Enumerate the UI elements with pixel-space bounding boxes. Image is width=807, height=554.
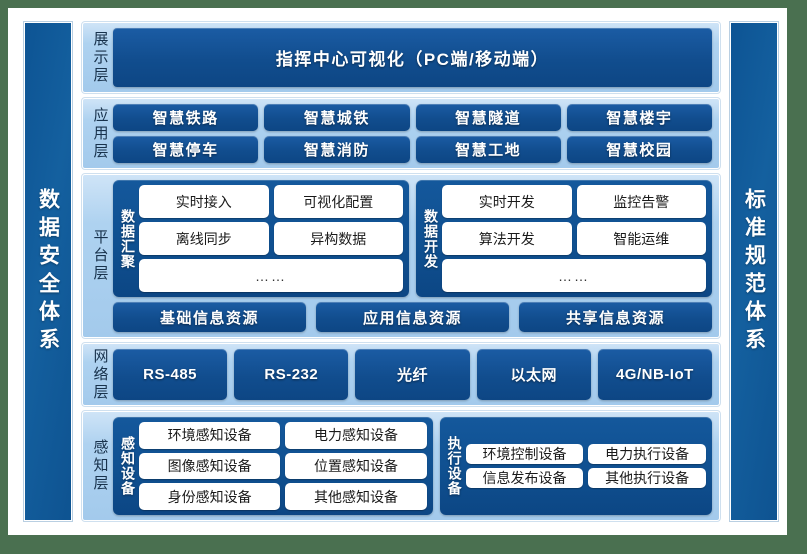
layer-application-label: 应用层 xyxy=(91,106,109,161)
platform-resource-shared-info[interactable]: 共享信息资源 xyxy=(519,302,712,332)
platform-tile-realtime-development[interactable]: 实时开发 xyxy=(442,185,572,218)
network-item-grid: RS-485 RS-232 光纤 以太网 4G/NB-IoT xyxy=(113,349,712,400)
sensing-group-actuator-devices: 执行设备 环境控制设备 电力执行设备 信息发布设备 其他执行设备 xyxy=(439,417,712,515)
app-item-smart-construction-site[interactable]: 智慧工地 xyxy=(415,136,561,163)
sensing-tile-location-sensor[interactable]: 位置感知设备 xyxy=(285,452,427,480)
sensing-tile-info-publishing[interactable]: 信息发布设备 xyxy=(465,468,584,488)
platform-group-data-aggregation-title: 数据汇聚 xyxy=(120,208,136,269)
layer-sensing-label-box: 感知层 xyxy=(87,417,113,515)
sensing-tile-power-actuator[interactable]: 电力执行设备 xyxy=(588,444,706,464)
sensing-group-actuator-devices-inner: 环境控制设备 电力执行设备 信息发布设备 其他执行设备 xyxy=(465,422,706,510)
network-item-fiber[interactable]: 光纤 xyxy=(355,349,470,400)
layer-network: 网络层 RS-485 RS-232 光纤 以太网 4G/NB-IoT xyxy=(81,342,721,407)
app-item-smart-campus[interactable]: 智慧校园 xyxy=(566,136,712,163)
layer-application-label-box: 应用层 xyxy=(87,104,113,163)
layer-display-body: 指挥中心可视化（PC端/移动端） xyxy=(113,28,712,87)
sensing-group-actuator-devices-title-box: 执行设备 xyxy=(444,422,466,510)
platform-group-data-development: 数据开发 实时开发 监控告警 算法开发 智能运维 …… xyxy=(416,180,712,297)
sensing-tile-image-sensor[interactable]: 图像感知设备 xyxy=(139,452,281,480)
layer-network-label-box: 网络层 xyxy=(87,347,113,402)
network-item-rs232[interactable]: RS-232 xyxy=(234,349,349,400)
display-banner-command-center[interactable]: 指挥中心可视化（PC端/移动端） xyxy=(113,28,712,87)
sensing-tile-environment-sensor[interactable]: 环境感知设备 xyxy=(139,422,281,449)
platform-tile-development-more[interactable]: …… xyxy=(442,259,706,292)
architecture-diagram-frame: 数据安全体系 展示层 指挥中心可视化（PC端/移动端） 应用层 智慧铁路 智慧城… xyxy=(8,8,787,535)
app-item-smart-building[interactable]: 智慧楼宇 xyxy=(566,104,712,131)
sensing-tile-environment-control[interactable]: 环境控制设备 xyxy=(465,444,584,464)
platform-group-row: 数据汇聚 实时接入 可视化配置 离线同步 异构数据 …… 数 xyxy=(113,180,712,297)
platform-group-data-aggregation-grid: 实时接入 可视化配置 离线同步 异构数据 …… xyxy=(139,185,403,292)
left-pillar-data-security-system: 数据安全体系 xyxy=(23,21,73,522)
layer-sensing-body: 感知设备 环境感知设备 电力感知设备 图像感知设备 位置感知设备 身份感知设备 … xyxy=(113,417,712,515)
app-item-smart-metro[interactable]: 智慧城铁 xyxy=(264,104,410,131)
platform-tile-offline-sync[interactable]: 离线同步 xyxy=(139,222,269,255)
platform-tile-realtime-ingest[interactable]: 实时接入 xyxy=(139,185,269,218)
layer-display: 展示层 指挥中心可视化（PC端/移动端） xyxy=(81,21,721,94)
platform-tile-algorithm-development[interactable]: 算法开发 xyxy=(442,222,572,255)
sensing-group-sensor-devices-title: 感知设备 xyxy=(120,436,136,496)
network-item-4g-nbiot[interactable]: 4G/NB-IoT xyxy=(597,349,712,400)
platform-tile-monitoring-alarm[interactable]: 监控告警 xyxy=(576,185,706,218)
layer-network-body: RS-485 RS-232 光纤 以太网 4G/NB-IoT xyxy=(113,349,712,400)
platform-tile-heterogeneous-data[interactable]: 异构数据 xyxy=(273,222,403,255)
layer-platform-label: 平台层 xyxy=(91,229,109,283)
platform-group-data-aggregation-title-box: 数据汇聚 xyxy=(117,185,139,292)
sensing-group-sensor-devices: 感知设备 环境感知设备 电力感知设备 图像感知设备 位置感知设备 身份感知设备 … xyxy=(113,417,433,515)
platform-resource-row: 基础信息资源 应用信息资源 共享信息资源 xyxy=(113,302,712,332)
sensing-tile-power-sensor[interactable]: 电力感知设备 xyxy=(285,422,427,449)
app-item-smart-railway[interactable]: 智慧铁路 xyxy=(113,104,259,131)
layer-platform-body: 数据汇聚 实时接入 可视化配置 离线同步 异构数据 …… 数 xyxy=(113,180,712,332)
app-item-smart-parking[interactable]: 智慧停车 xyxy=(113,136,259,163)
sensing-tile-identity-sensor[interactable]: 身份感知设备 xyxy=(139,483,281,510)
sensing-group-sensor-devices-grid: 环境感知设备 电力感知设备 图像感知设备 位置感知设备 身份感知设备 其他感知设… xyxy=(139,422,427,510)
platform-group-data-development-title-box: 数据开发 xyxy=(420,185,442,292)
application-item-grid: 智慧铁路 智慧城铁 智慧隧道 智慧楼宇 智慧停车 智慧消防 智慧工地 智慧校园 xyxy=(113,104,712,163)
layer-network-label: 网络层 xyxy=(91,347,109,402)
platform-group-data-development-title: 数据开发 xyxy=(423,208,439,269)
platform-group-data-development-grid: 实时开发 监控告警 算法开发 智能运维 …… xyxy=(442,185,706,292)
app-item-smart-tunnel[interactable]: 智慧隧道 xyxy=(415,104,561,131)
platform-tile-intelligent-ops[interactable]: 智能运维 xyxy=(576,222,706,255)
layer-stack: 展示层 指挥中心可视化（PC端/移动端） 应用层 智慧铁路 智慧城铁 智慧隧道 … xyxy=(81,21,721,522)
layer-application-body: 智慧铁路 智慧城铁 智慧隧道 智慧楼宇 智慧停车 智慧消防 智慧工地 智慧校园 xyxy=(113,104,712,163)
right-pillar-standard-specification-system: 标准规范体系 xyxy=(729,21,779,522)
platform-tile-aggregation-more[interactable]: …… xyxy=(139,259,403,292)
sensing-tile-other-sensor[interactable]: 其他感知设备 xyxy=(285,483,427,510)
app-item-smart-firefighting[interactable]: 智慧消防 xyxy=(264,136,410,163)
sensing-group-actuator-devices-grid: 环境控制设备 电力执行设备 信息发布设备 其他执行设备 xyxy=(465,444,706,488)
layer-display-label: 展示层 xyxy=(91,30,109,85)
platform-tile-visual-config[interactable]: 可视化配置 xyxy=(273,185,403,218)
network-item-rs485[interactable]: RS-485 xyxy=(113,349,228,400)
layer-platform: 平台层 数据汇聚 实时接入 可视化配置 离线同步 异构数据 xyxy=(81,173,721,339)
network-item-ethernet[interactable]: 以太网 xyxy=(476,349,591,400)
sensing-tile-other-actuator[interactable]: 其他执行设备 xyxy=(588,468,706,488)
layer-sensing: 感知层 感知设备 环境感知设备 电力感知设备 图像感知设备 位置感知设备 身份感… xyxy=(81,410,721,522)
layer-sensing-label: 感知层 xyxy=(91,439,109,493)
layer-platform-label-box: 平台层 xyxy=(87,180,113,332)
left-pillar-label: 数据安全体系 xyxy=(36,187,60,356)
platform-resource-application-info[interactable]: 应用信息资源 xyxy=(316,302,509,332)
layer-application: 应用层 智慧铁路 智慧城铁 智慧隧道 智慧楼宇 智慧停车 智慧消防 智慧工地 智… xyxy=(81,97,721,170)
platform-group-data-aggregation: 数据汇聚 实时接入 可视化配置 离线同步 异构数据 …… xyxy=(113,180,409,297)
sensing-group-actuator-devices-title: 执行设备 xyxy=(446,436,463,496)
layer-display-label-box: 展示层 xyxy=(87,28,113,87)
sensing-group-sensor-devices-title-box: 感知设备 xyxy=(117,422,139,510)
platform-resource-basic-info[interactable]: 基础信息资源 xyxy=(113,302,306,332)
right-pillar-label: 标准规范体系 xyxy=(742,187,766,356)
